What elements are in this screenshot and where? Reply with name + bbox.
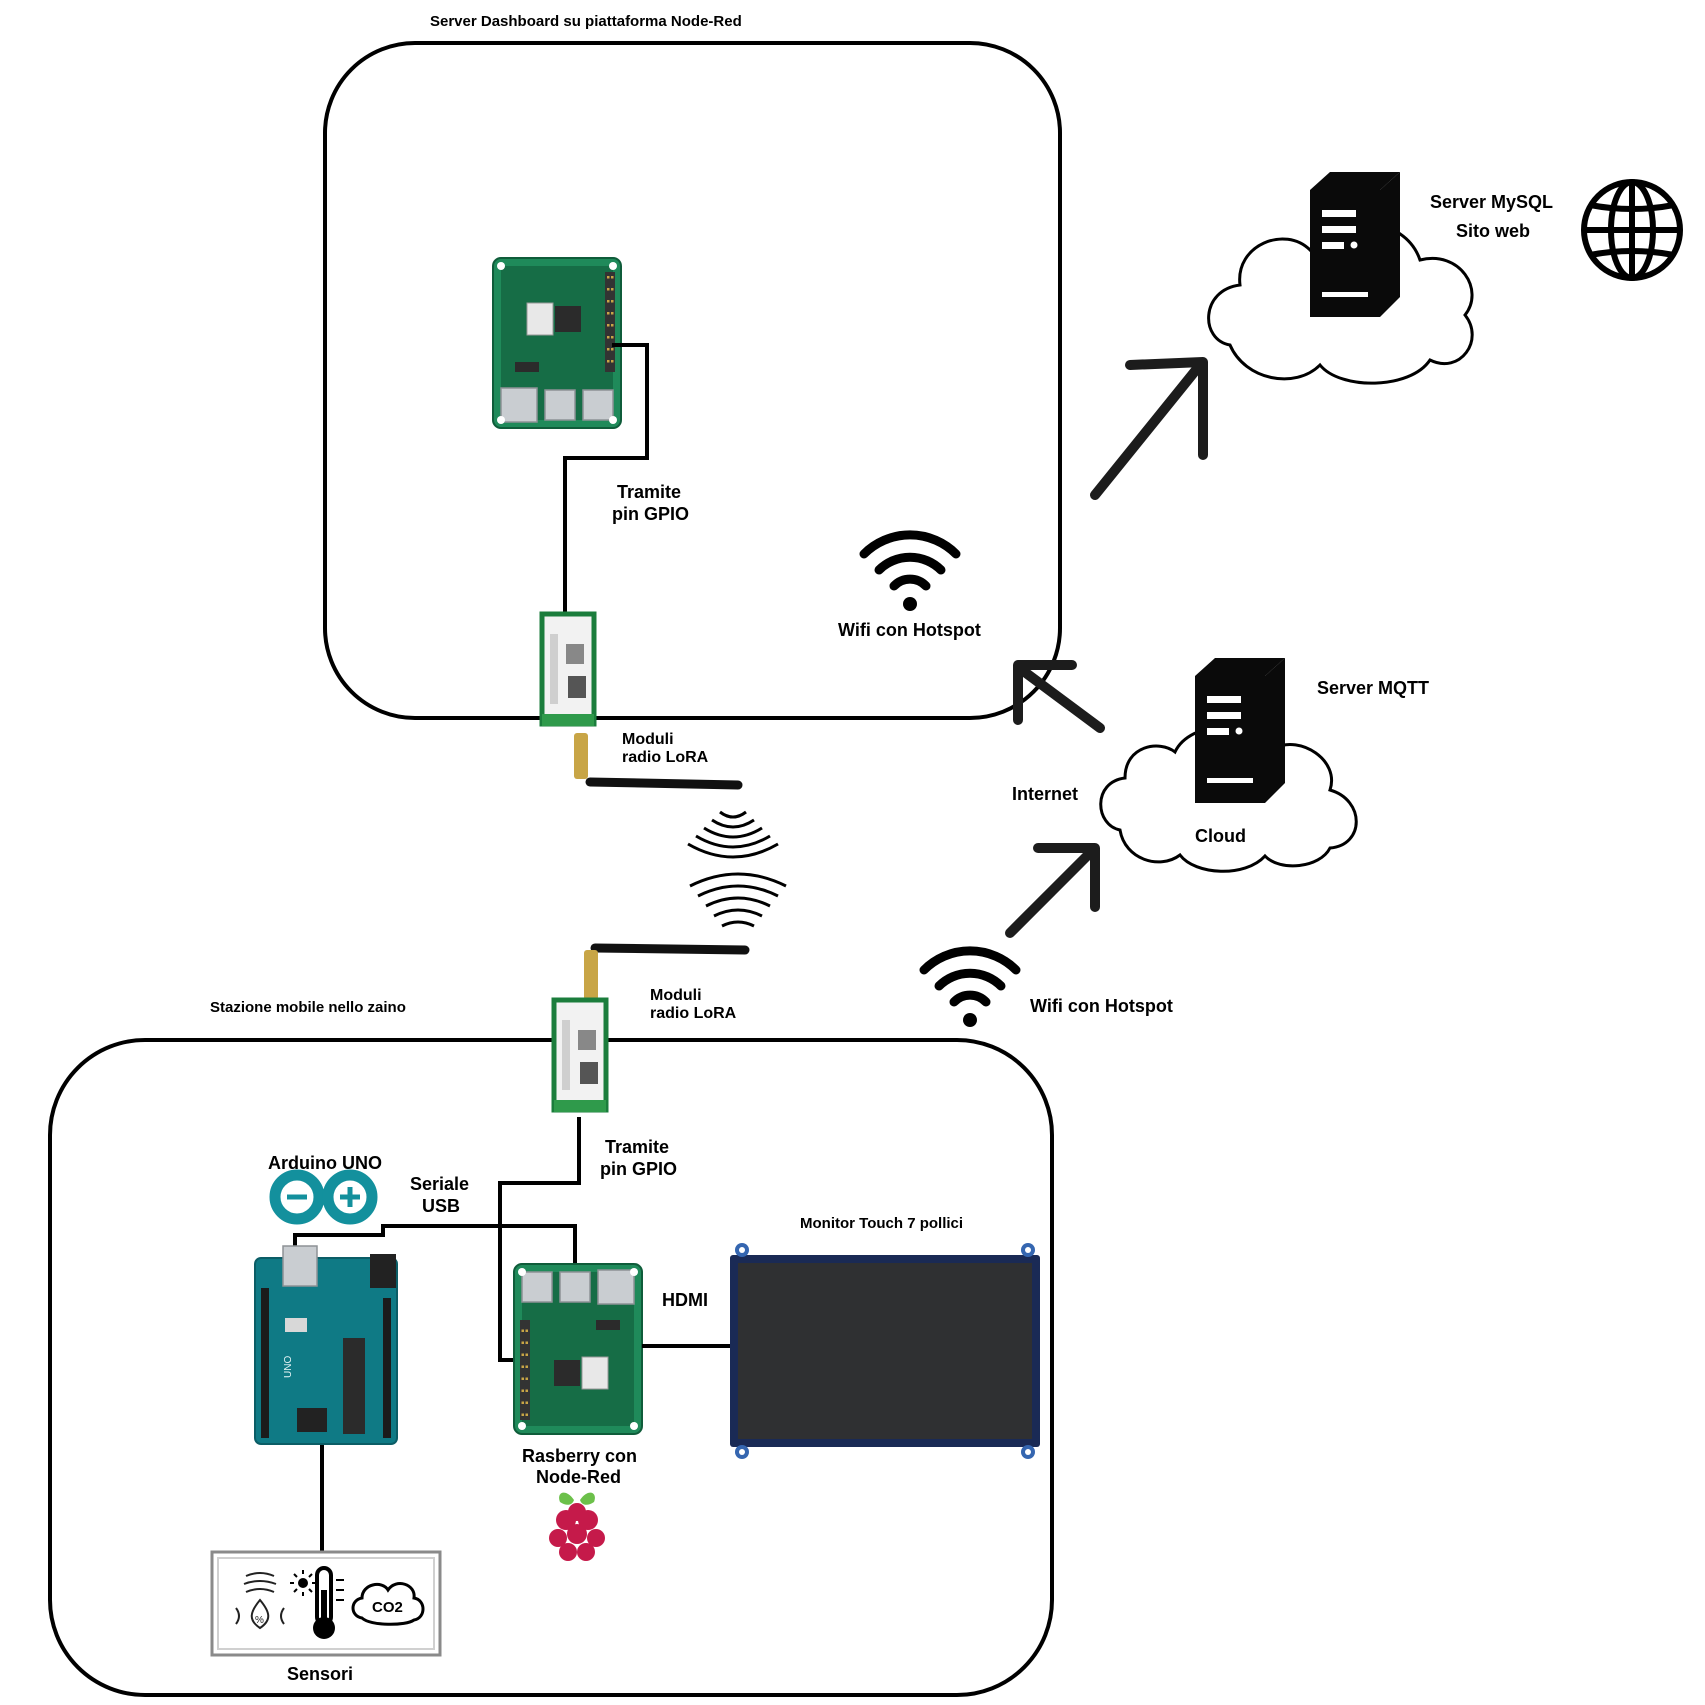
raspberry-label: Rasberry con bbox=[522, 1446, 637, 1466]
hdmi-label: HDMI bbox=[662, 1290, 708, 1310]
cloud-label: Cloud bbox=[1195, 826, 1246, 846]
co2-icon: CO2 bbox=[351, 1582, 425, 1626]
raspberry-pi-board-icon bbox=[492, 257, 622, 429]
mysql-label: Server MySQL bbox=[1430, 192, 1553, 212]
radio-wave-icon bbox=[687, 810, 787, 928]
lora-label-top: Moduli bbox=[622, 731, 674, 748]
gpio-label-top: pin GPIO bbox=[612, 504, 689, 524]
gpio-wire-top bbox=[563, 343, 649, 615]
svg-text:%: % bbox=[255, 1615, 264, 1626]
server-title: Server Dashboard su piattaforma Node-Red bbox=[430, 13, 742, 30]
lora-module-icon bbox=[542, 614, 594, 726]
website-label: Sito web bbox=[1456, 221, 1530, 241]
touch-monitor-icon bbox=[730, 1243, 1040, 1459]
arrow-icon bbox=[1013, 660, 1105, 733]
arrow-icon bbox=[1005, 843, 1100, 938]
server-tower-icon bbox=[1310, 172, 1400, 317]
globe-icon bbox=[1581, 179, 1683, 281]
gpio-wire-bottom bbox=[498, 1117, 581, 1362]
arduino-board-icon: UNO bbox=[254, 1245, 398, 1445]
gpio-label-bottom: pin GPIO bbox=[600, 1159, 677, 1179]
monitor-label: Monitor Touch 7 pollici bbox=[800, 1215, 963, 1232]
lora-label-bottom-2: radio LoRA bbox=[650, 1005, 737, 1022]
arrow-icon bbox=[1090, 357, 1208, 500]
usb-label: USB bbox=[422, 1196, 460, 1216]
sensors-label: Sensori bbox=[287, 1664, 353, 1684]
wifi-icon bbox=[864, 535, 956, 611]
tramite-label-top: Tramite bbox=[617, 482, 681, 502]
antenna-icon bbox=[584, 943, 750, 1000]
wifi-label-top: Wifi con Hotspot bbox=[838, 620, 981, 640]
internet-label: Internet bbox=[1012, 784, 1078, 804]
antenna-icon bbox=[574, 733, 743, 790]
wifi-icon bbox=[924, 951, 1016, 1027]
mobile-title: Stazione mobile nello zaino bbox=[210, 999, 406, 1016]
svg-text:UNO: UNO bbox=[283, 1356, 294, 1378]
mqtt-label: Server MQTT bbox=[1317, 678, 1429, 698]
thermometer-icon bbox=[290, 1566, 344, 1639]
humidity-sensor-icon: % bbox=[235, 1572, 285, 1630]
lora-module-icon bbox=[554, 1000, 606, 1112]
tramite-label-bottom: Tramite bbox=[605, 1137, 669, 1157]
arduino-label: Arduino UNO bbox=[268, 1153, 382, 1173]
serial-label: Seriale bbox=[410, 1174, 469, 1194]
server-box bbox=[323, 41, 1062, 720]
lora-label-top-2: radio LoRA bbox=[622, 749, 709, 766]
raspberry-logo-icon bbox=[549, 1492, 605, 1561]
mobile-box bbox=[48, 1038, 1054, 1697]
wifi-label-bottom: Wifi con Hotspot bbox=[1030, 996, 1173, 1016]
usb-wire bbox=[293, 1224, 577, 1265]
lora-label-bottom: Moduli bbox=[650, 987, 702, 1004]
co2-label: CO2 bbox=[372, 1599, 403, 1616]
arduino-logo-icon bbox=[269, 1169, 378, 1225]
raspberry-label-2: Node-Red bbox=[536, 1467, 621, 1487]
raspberry-pi-board-icon bbox=[513, 1263, 643, 1435]
server-tower-icon bbox=[1195, 658, 1285, 803]
